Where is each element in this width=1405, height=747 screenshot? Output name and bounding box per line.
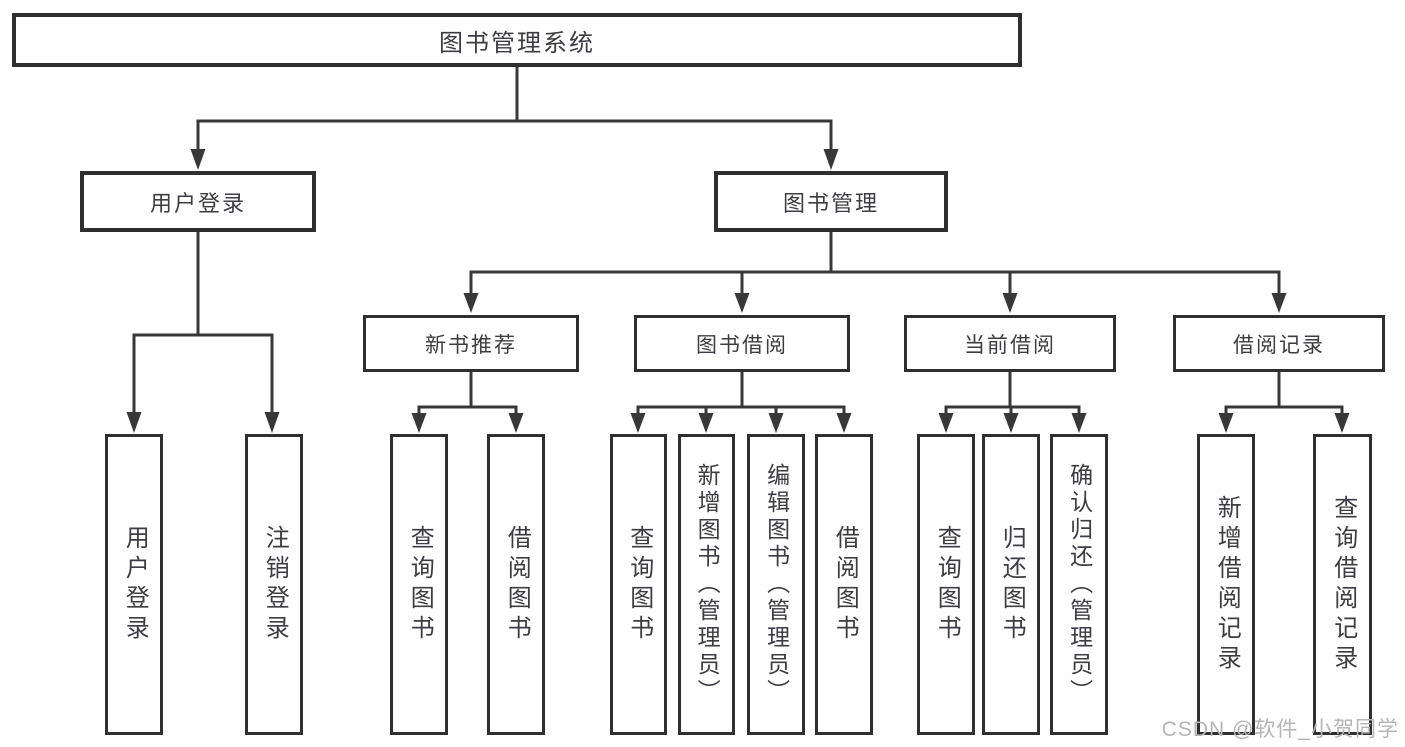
node-book-borrow: 图书借阅 xyxy=(634,315,850,372)
leaf-nb-borrow-books: 借阅图书 xyxy=(487,434,545,735)
leaf-logout: 注销登录 xyxy=(245,434,303,735)
leaf-cb-confirm-return: 确认归还（管理员） xyxy=(1050,434,1108,735)
node-new-book-recommend: 新书推荐 xyxy=(363,315,579,372)
leaf-bb-edit-books: 编辑图书（管理员） xyxy=(747,434,805,735)
leaf-cb-return-books: 归还图书 xyxy=(982,434,1040,735)
leaf-cb-query-books: 查询图书 xyxy=(917,434,975,735)
leaf-bb-add-books: 新增图书（管理员） xyxy=(678,434,735,735)
leaf-bb-borrow-books: 借阅图书 xyxy=(815,434,873,735)
node-user-login: 用户登录 xyxy=(80,171,316,232)
node-book-management: 图书管理 xyxy=(714,171,948,232)
leaf-br-add-record: 新增借阅记录 xyxy=(1197,434,1255,735)
node-current-borrow: 当前借阅 xyxy=(904,315,1116,372)
leaf-user-login: 用户登录 xyxy=(105,434,163,735)
csdn-watermark: CSDN @软件_小贺同学 xyxy=(1161,718,1399,741)
node-borrow-records: 借阅记录 xyxy=(1173,315,1385,372)
leaf-br-query-record: 查询借阅记录 xyxy=(1313,434,1372,735)
node-root: 图书管理系统 xyxy=(12,13,1022,67)
leaf-nb-query-books: 查询图书 xyxy=(390,434,448,735)
leaf-bb-query-books: 查询图书 xyxy=(610,434,667,735)
